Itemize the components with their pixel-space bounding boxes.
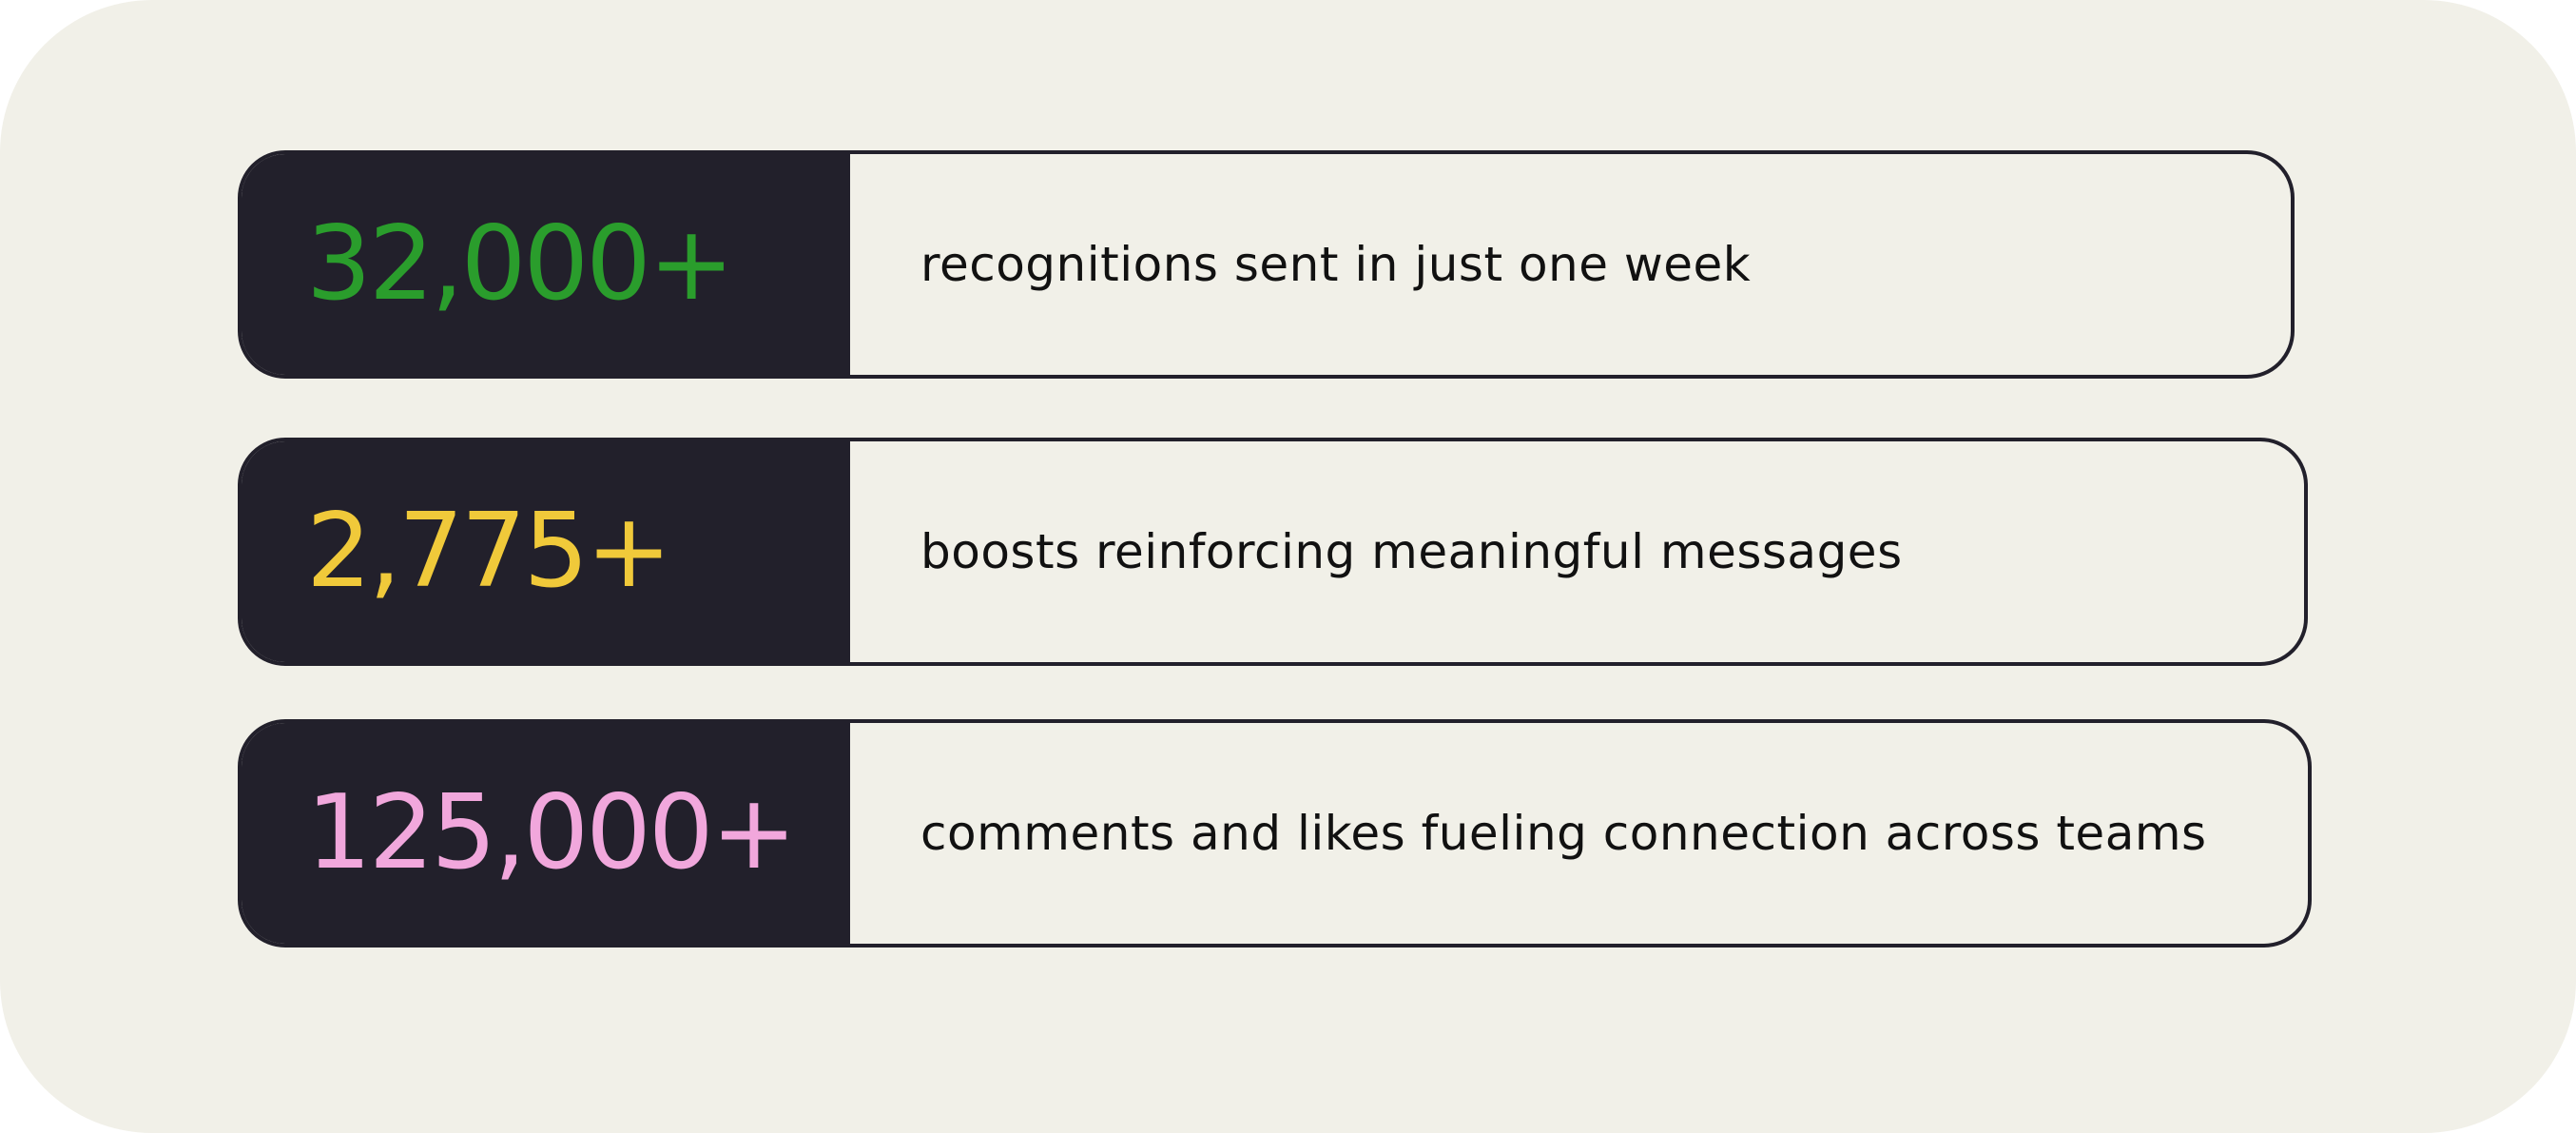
stat-number-box: 32,000+ <box>242 154 850 375</box>
stat-number-box: 125,000+ <box>242 723 850 944</box>
stat-label-comments-likes: comments and likes fueling connection ac… <box>920 806 2207 861</box>
stat-row-recognitions: 32,000+ recognitions sent in just one we… <box>238 150 2295 379</box>
stat-label-recognitions: recognitions sent in just one week <box>920 237 1752 292</box>
stat-number-box: 2,775+ <box>242 441 850 662</box>
stat-label-boosts: boosts reinforcing meaningful messages <box>920 524 1903 579</box>
stat-value-boosts: 2,775+ <box>306 492 672 611</box>
stat-value-comments-likes: 125,000+ <box>306 773 797 892</box>
stat-value-recognitions: 32,000+ <box>306 205 734 323</box>
stat-row-boosts: 2,775+ boosts reinforcing meaningful mes… <box>238 438 2308 666</box>
stat-row-comments-likes: 125,000+ comments and likes fueling conn… <box>238 719 2312 947</box>
